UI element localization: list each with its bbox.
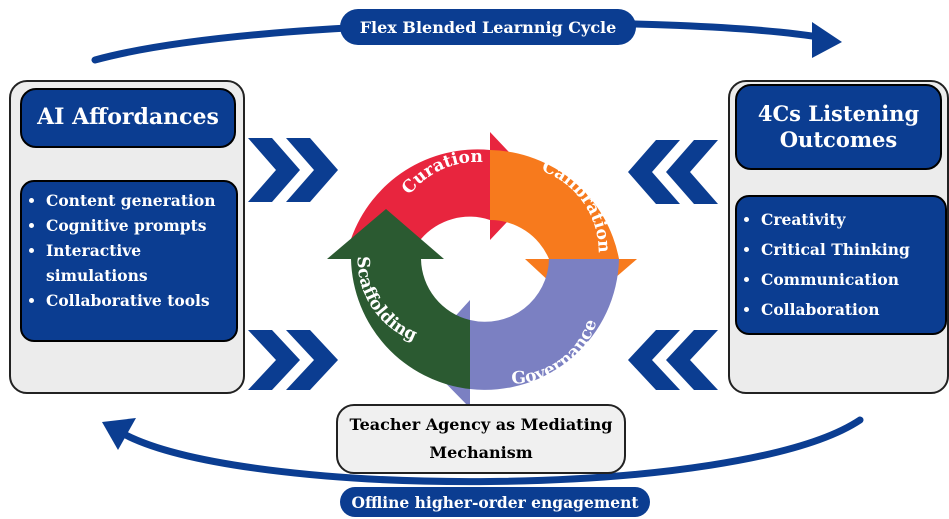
right-panel-title-line1: 4Cs Listening <box>757 100 920 126</box>
chevron-right-icon <box>248 330 300 390</box>
four-cs-list: Creativity Critical Thinking Communicati… <box>735 195 947 335</box>
chevron-right-icon <box>286 138 338 202</box>
list-item: Interactive <box>46 238 232 263</box>
ai-affordances-list: Content generation Cognitive prompts Int… <box>20 180 238 342</box>
bottom-cycle-label-text: Offline higher-order engagement <box>351 492 639 512</box>
chevron-left-icon <box>628 140 680 204</box>
list-item: Content generation <box>46 188 232 213</box>
right-panel-title: 4Cs Listening Outcomes <box>735 84 942 170</box>
list-item: Collaboration <box>761 295 941 325</box>
chevrons <box>248 138 718 390</box>
bottom-cycle-label: Offline higher-order engagement <box>340 487 650 517</box>
list-item: Critical Thinking <box>761 235 941 265</box>
bottom-arrowhead-icon <box>102 418 136 450</box>
top-cycle-label-text: Flex Blended Learnnig Cycle <box>359 17 617 37</box>
cycle-ring <box>327 132 637 408</box>
teacher-agency-line1: Teacher Agency as Mediating <box>349 415 613 434</box>
chevron-left-icon <box>666 330 718 390</box>
list-item: Cognitive prompts <box>46 213 232 238</box>
top-cycle-label: Flex Blended Learnnig Cycle <box>340 9 636 45</box>
segment-scaffolding <box>327 209 470 389</box>
right-panel-title-line2: Outcomes <box>779 127 898 152</box>
list-item: simulations <box>46 266 148 285</box>
list-item: Creativity <box>761 205 941 235</box>
teacher-agency-line2: Mechanism <box>429 443 533 462</box>
bottom-cycle-arrow <box>116 416 864 486</box>
chevron-left-icon <box>666 140 718 204</box>
list-item: Collaborative tools <box>46 288 232 313</box>
chevron-left-icon <box>628 330 680 390</box>
chevron-right-icon <box>286 330 338 390</box>
chevron-right-icon <box>248 138 300 202</box>
teacher-agency-box: Teacher Agency as Mediating Mechanism <box>336 404 626 474</box>
top-arrowhead-icon <box>812 22 842 58</box>
left-panel-title-text: AI Affordances <box>37 104 219 131</box>
left-panel-title: AI Affordances <box>20 88 236 148</box>
list-item: Communication <box>761 265 941 295</box>
